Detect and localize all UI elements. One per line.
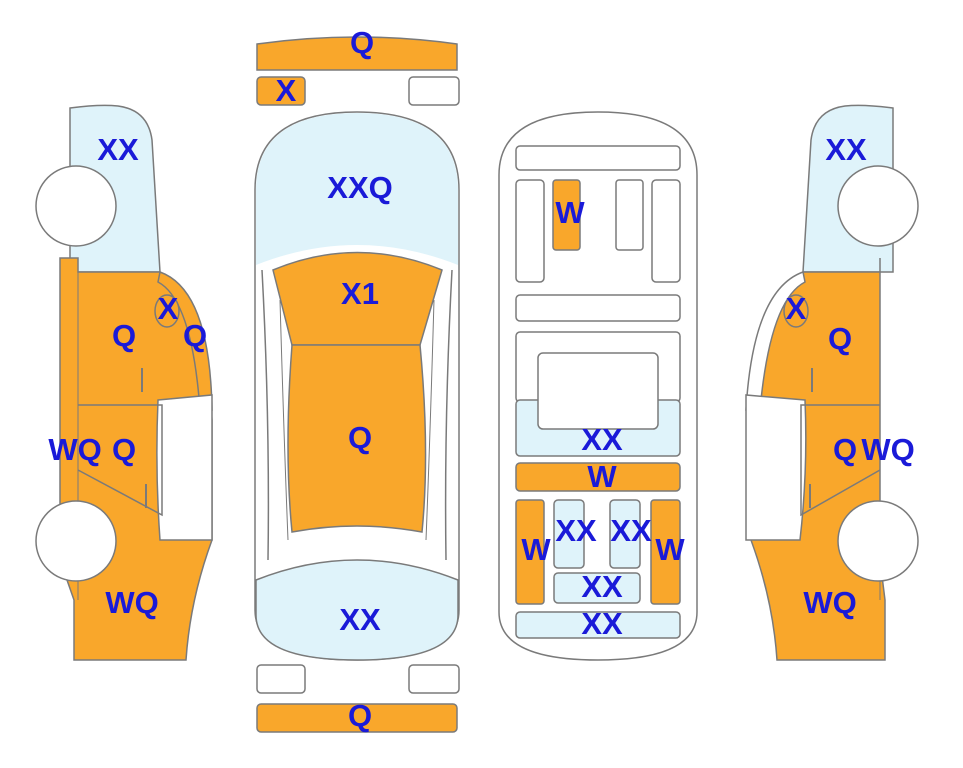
top-rear-corner-right: [408, 664, 460, 694]
top-roof-front: [272, 251, 443, 346]
right-side-view: XX X Q Q WQ WQ: [745, 104, 919, 661]
left-rear-glass-label: XX: [97, 132, 139, 167]
left-a-pillar-label: Q: [183, 318, 207, 353]
interior-front-seat-label: XX: [581, 569, 623, 604]
interior-front-strip: [515, 611, 681, 639]
top-windshield-label: XXQ: [327, 170, 392, 205]
left-door-seam: [77, 404, 163, 517]
top-rear-bumper: [256, 703, 458, 733]
right-front-wheel: [837, 500, 919, 582]
interior-dashboard: [515, 145, 681, 171]
top-left-pillar: [261, 269, 270, 561]
interior-right-seat: [609, 499, 641, 569]
right-door-seam: [800, 404, 881, 517]
interior-left-panel: [515, 179, 545, 283]
right-mirror-panel: [783, 294, 809, 328]
interior-front-strip-label: XX: [581, 606, 623, 641]
interior-center-item: [615, 179, 644, 251]
top-right-pillar: [444, 269, 453, 561]
interior-rear-seat-label: XX: [581, 422, 623, 457]
interior-left-side-label: W: [521, 532, 551, 567]
interior-right-panel: [651, 179, 681, 283]
right-front-window: [745, 394, 807, 541]
interior-left-seat-label: XX: [555, 513, 597, 548]
left-front-wheel: [35, 500, 117, 582]
interior-view: W XX W W XX XX W XX XX: [498, 111, 698, 661]
right-rear-glass-label: XX: [825, 132, 867, 167]
right-front-door-label: Q: [833, 432, 857, 467]
top-front-corner-right: [408, 76, 460, 106]
interior-bar: [515, 294, 681, 322]
top-right-inner: [425, 299, 435, 541]
top-rear-bumper-label: Q: [348, 698, 372, 733]
interior-strip-label: W: [587, 459, 617, 494]
top-rear-corner-left: [256, 664, 306, 694]
top-front-bumper-label: Q: [350, 25, 374, 60]
top-front-corner-label: X: [276, 73, 297, 108]
left-side-view: XX X Q Q WQ Q WQ: [35, 104, 213, 661]
top-roof-front-label: X1: [341, 276, 379, 311]
right-quarter-label: WQ: [803, 585, 856, 620]
interior-left-side: [515, 499, 545, 605]
left-rear-door-label: Q: [112, 318, 136, 353]
interior-left-seat: [553, 499, 585, 569]
left-front-window: [156, 394, 213, 541]
top-windshield: [256, 113, 458, 265]
top-view: Q X XXQ X1 Q XX Q: [254, 25, 460, 733]
right-fender-label: WQ: [861, 432, 914, 467]
interior-right-side: [650, 499, 681, 605]
top-left-inner: [279, 299, 289, 541]
left-quarter-label: WQ: [48, 432, 101, 467]
top-front-bumper: [256, 36, 458, 71]
left-mirror-label: X: [158, 291, 179, 326]
top-roof-rear: [287, 344, 427, 533]
left-mirror-panel: [154, 294, 180, 328]
interior-front-seat: [553, 572, 641, 604]
interior-dash-item: [552, 179, 581, 251]
left-fender-label: WQ: [105, 585, 158, 620]
top-roof-rear-label: Q: [348, 420, 372, 455]
interior-right-seat-label: XX: [610, 513, 652, 548]
top-front-corner-left: [256, 76, 306, 106]
top-rear-window-label: XX: [339, 602, 381, 637]
interior-right-side-label: W: [655, 532, 685, 567]
left-front-door-label: Q: [112, 432, 136, 467]
left-rear-wheel: [35, 165, 117, 247]
right-rear-door-label: Q: [828, 321, 852, 356]
right-rear-wheel: [837, 165, 919, 247]
right-mirror-label: X: [786, 291, 807, 326]
interior-seat-strip: [515, 462, 681, 492]
interior-console: [537, 352, 659, 430]
top-rear-window: [255, 559, 459, 661]
interior-dash-label: W: [555, 195, 585, 230]
